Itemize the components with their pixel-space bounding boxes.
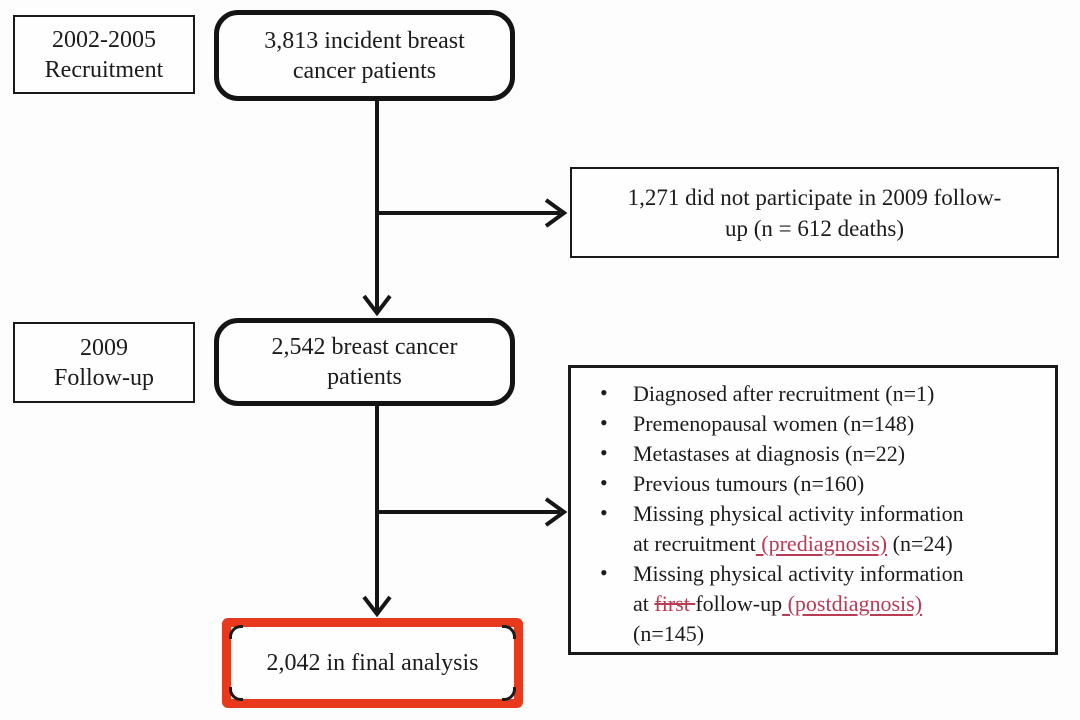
exclusion-box-analysis-criteria: • Diagnosed after recruitment (n=1) • Pr… <box>568 365 1058 655</box>
exclusion-item-text: Previous tumours (n=160) <box>633 471 865 496</box>
exclusion-item-line1: Missing physical activity information <box>633 501 964 526</box>
exclusion-item-text: Missing physical activity information at… <box>633 501 964 556</box>
list-item: • Previous tumours (n=160) <box>571 469 1055 499</box>
exclusion-item-text: Premenopausal women (n=148) <box>633 411 915 436</box>
exclusion-list: • Diagnosed after recruitment (n=1) • Pr… <box>571 379 1055 649</box>
underlay-corner-mark <box>502 687 516 701</box>
node-followup-patients-text: 2,542 breast cancer patients <box>272 332 458 392</box>
exclusion-nonparticipation-line2: up (n = 612 deaths) <box>724 215 905 241</box>
stage-followup-line2: Follow-up <box>53 364 154 391</box>
stage-label-recruitment: 2002-2005 Recruitment <box>13 15 195 94</box>
tracked-insertion-text: (postdiagnosis) <box>782 591 923 616</box>
exclusion-item-line2-pre: at recruitment <box>633 531 756 556</box>
list-item: • Premenopausal women (n=148) <box>571 409 1055 439</box>
arrow-right-head-icon <box>544 198 568 228</box>
bullet-icon: • <box>600 440 608 465</box>
exclusion-item-text: Diagnosed after recruitment (n=1) <box>633 381 935 406</box>
bullet-icon: • <box>600 470 608 495</box>
exclusion-box-nonparticipation: 1,271 did not participate in 2009 follow… <box>570 167 1059 258</box>
node-followup-line1: 2,542 breast cancer <box>271 334 458 360</box>
node-incident-line2: cancer patients <box>292 57 437 84</box>
underlay-corner-mark <box>229 625 243 639</box>
list-item: • Missing physical activity information … <box>571 499 1055 559</box>
exclusion-item-text: Metastases at diagnosis (n=22) <box>633 441 906 466</box>
stage-recruitment-line2: Recruitment <box>44 56 164 83</box>
underlay-corner-mark <box>229 687 243 701</box>
exclusion-item-text: Missing physical activity information at… <box>633 561 964 646</box>
tracked-deletion-text: first <box>654 591 696 616</box>
node-incident-patients: 3,813 incident breast cancer patients <box>214 10 515 101</box>
exclusion-nonparticipation-line1: 1,271 did not participate in 2009 follow… <box>627 184 1002 210</box>
arrow-down-head-icon <box>362 294 392 317</box>
arrow-right-head-icon <box>544 497 568 527</box>
underlay-corner-mark <box>502 625 516 639</box>
node-followup-line2: patients <box>327 364 402 390</box>
bullet-icon: • <box>600 410 608 435</box>
stage-label-followup: 2009 Follow-up <box>13 322 195 403</box>
tracked-insertion-text: (prediagnosis) <box>755 531 888 556</box>
list-item: • Metastases at diagnosis (n=22) <box>571 439 1055 469</box>
exclusion-item-line1: Missing physical activity information <box>633 561 964 586</box>
node-incident-patients-text: 3,813 incident breast cancer patients <box>264 26 465 86</box>
stage-label-recruitment-text: 2002-2005 Recruitment <box>45 25 164 85</box>
stage-followup-line1: 2009 <box>79 334 128 361</box>
node-incident-line1: 3,813 incident breast <box>264 27 465 54</box>
exclusion-item-line2-post: (n=24) <box>887 531 953 556</box>
node-final-analysis: 2,042 in final analysis <box>222 618 523 708</box>
exclusion-item-line2-pre: at <box>633 591 655 616</box>
node-followup-patients: 2,542 breast cancer patients <box>214 318 515 406</box>
bullet-icon: • <box>600 380 608 405</box>
stage-label-followup-text: 2009 Follow-up <box>54 333 154 393</box>
exclusion-item-line3: (n=145) <box>633 621 705 646</box>
node-final-analysis-text: 2,042 in final analysis <box>266 649 479 676</box>
bullet-icon: • <box>600 500 608 525</box>
bullet-icon: • <box>600 560 608 585</box>
arrow-down-head-icon <box>362 595 392 618</box>
exclusion-item-line2-mid: follow-up <box>695 591 783 616</box>
exclusion-nonparticipation-text: 1,271 did not participate in 2009 follow… <box>628 182 1002 244</box>
list-item: • Diagnosed after recruitment (n=1) <box>571 379 1055 409</box>
list-item: • Missing physical activity information … <box>571 559 1055 649</box>
stage-recruitment-line1: 2002-2005 <box>51 26 156 53</box>
